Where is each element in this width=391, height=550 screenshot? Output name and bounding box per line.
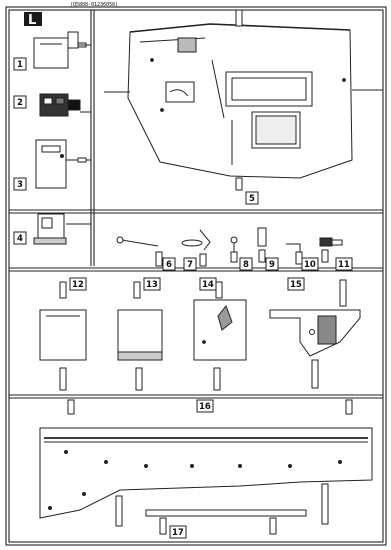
sprue-letter-badge: L bbox=[24, 12, 42, 28]
part-number-9: 9 bbox=[265, 257, 279, 271]
part-number-12: 12 bbox=[69, 277, 87, 291]
svg-text:11: 11 bbox=[338, 260, 350, 270]
part-number-6: 6 bbox=[162, 257, 176, 271]
part-number-17: 17 bbox=[169, 525, 187, 539]
part-number-8: 8 bbox=[239, 257, 253, 271]
svg-text:4: 4 bbox=[17, 234, 23, 244]
svg-text:1: 1 bbox=[17, 60, 23, 70]
part-10 bbox=[286, 243, 303, 265]
svg-text:6: 6 bbox=[166, 260, 172, 270]
part-6 bbox=[116, 236, 163, 267]
svg-text:12: 12 bbox=[72, 280, 84, 290]
gate-5 bbox=[235, 9, 243, 191]
part-2 bbox=[39, 93, 91, 117]
part-number-1: 1 bbox=[13, 57, 27, 71]
svg-text:16: 16 bbox=[199, 402, 211, 412]
part-9 bbox=[257, 227, 267, 263]
part-15 bbox=[269, 279, 361, 389]
part-number-7: 7 bbox=[183, 257, 197, 271]
svg-text:13: 13 bbox=[146, 280, 158, 290]
part-13 bbox=[117, 281, 163, 391]
svg-text:15: 15 bbox=[290, 280, 302, 290]
svg-text:8: 8 bbox=[243, 260, 249, 270]
part-4 bbox=[33, 213, 91, 245]
svg-text:7: 7 bbox=[187, 260, 193, 270]
part-3 bbox=[35, 139, 91, 189]
part-12 bbox=[39, 281, 87, 391]
sprue-code: (Q5808-01236056) bbox=[70, 2, 118, 8]
part-1 bbox=[33, 31, 91, 69]
part-number-2: 2 bbox=[13, 95, 27, 109]
svg-text:9: 9 bbox=[269, 260, 275, 270]
part-7 bbox=[181, 229, 211, 267]
sprue-frame bbox=[5, 6, 387, 546]
part-number-11: 11 bbox=[335, 257, 353, 271]
part-14 bbox=[193, 281, 247, 391]
part-number-4: 4 bbox=[13, 231, 27, 245]
part-8 bbox=[230, 236, 238, 263]
svg-text:14: 14 bbox=[202, 280, 214, 290]
part-number-15: 15 bbox=[287, 277, 305, 291]
svg-text:5: 5 bbox=[249, 194, 255, 204]
part-number-14: 14 bbox=[199, 277, 217, 291]
part-number-10: 10 bbox=[301, 257, 319, 271]
part-number-3: 3 bbox=[13, 177, 27, 191]
svg-text:3: 3 bbox=[17, 180, 23, 190]
svg-text:2: 2 bbox=[17, 98, 23, 108]
part-5 bbox=[104, 23, 383, 179]
svg-text:L: L bbox=[28, 13, 36, 28]
svg-text:17: 17 bbox=[172, 528, 184, 538]
part-17 bbox=[145, 509, 307, 535]
part-11 bbox=[319, 237, 343, 263]
svg-text:10: 10 bbox=[304, 260, 316, 270]
part-number-13: 13 bbox=[143, 277, 161, 291]
part-16 bbox=[39, 399, 373, 527]
part-number-5: 5 bbox=[245, 191, 259, 205]
part-number-16: 16 bbox=[196, 399, 214, 413]
